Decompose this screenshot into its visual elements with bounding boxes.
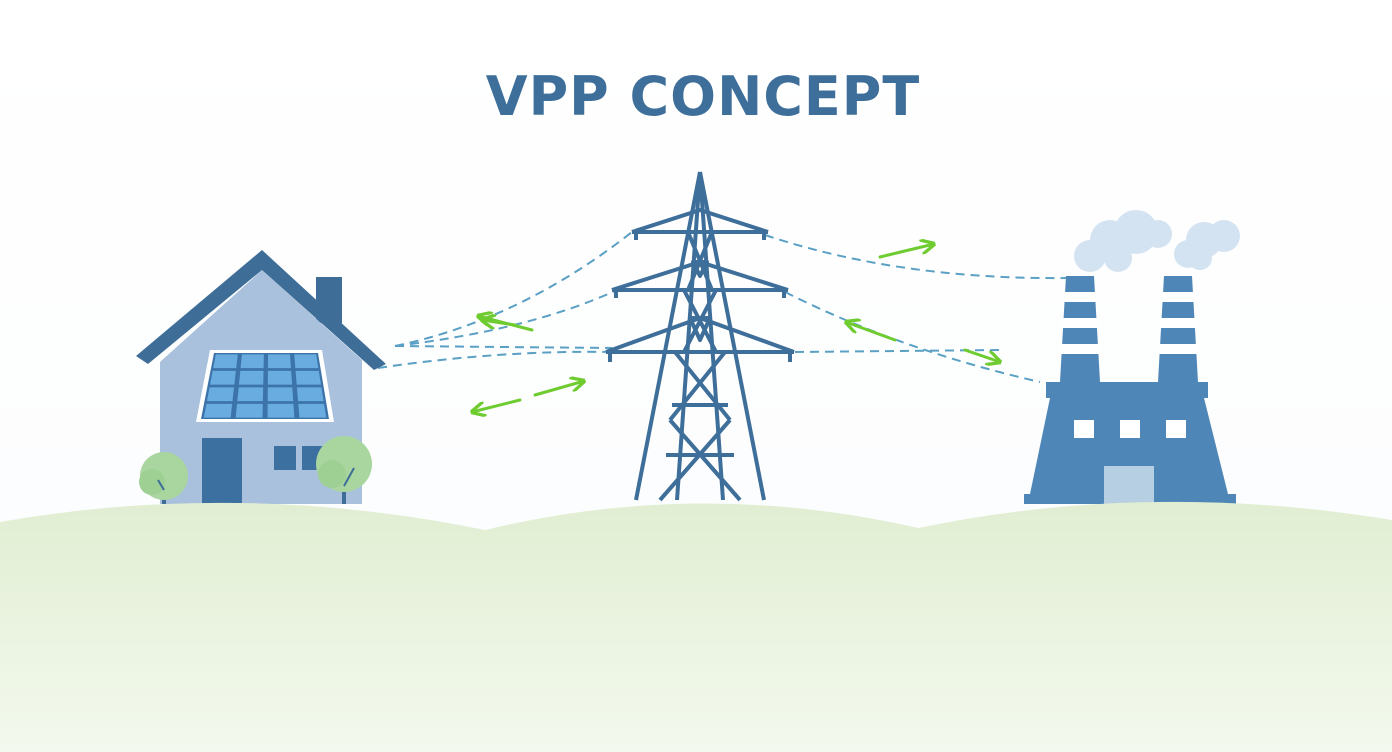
transmission-tower-icon xyxy=(605,171,795,502)
factory-window xyxy=(1166,420,1186,438)
page-title: VPP CONCEPT xyxy=(486,65,920,128)
ground-hills xyxy=(0,501,1392,752)
solar-panel xyxy=(196,350,334,422)
solar-cell xyxy=(267,403,295,418)
smoke-cloud-icon xyxy=(1074,210,1172,272)
house-door xyxy=(202,438,242,504)
solar-cell xyxy=(210,370,236,385)
factory-chimney xyxy=(1060,276,1100,382)
solar-cell xyxy=(296,387,324,402)
house-with-solar-panels-icon xyxy=(136,250,386,504)
power-line-house-to-tower-mid xyxy=(394,289,618,347)
solar-cell xyxy=(267,370,293,385)
solar-cell xyxy=(203,403,233,418)
house-window xyxy=(274,446,296,470)
factory-window xyxy=(1120,420,1140,438)
power-line-house-to-tower-low xyxy=(377,350,613,369)
solar-cell xyxy=(235,403,263,418)
power-line-tower-to-factory-mid xyxy=(784,291,1041,383)
power-line-house-to-tower-top xyxy=(394,231,633,347)
solar-cell xyxy=(237,387,264,402)
energy-flow-arrow-icon xyxy=(533,381,584,397)
factory-chimney xyxy=(1158,276,1198,382)
tree-icon xyxy=(139,452,188,504)
solar-cell xyxy=(240,354,264,369)
energy-flow-arrow-icon xyxy=(846,322,897,342)
energy-flow-arrow-icon xyxy=(482,320,517,325)
solar-panel-cells xyxy=(203,354,327,418)
solar-cell xyxy=(295,370,321,385)
solar-cell xyxy=(267,354,291,369)
factory-window xyxy=(1074,420,1094,438)
solar-cell xyxy=(267,387,294,402)
factory-roof xyxy=(1046,382,1208,398)
solar-cell xyxy=(298,403,327,418)
factory-door xyxy=(1104,466,1154,504)
smoke-cloud-icon xyxy=(1174,220,1240,270)
house-roof xyxy=(136,250,386,370)
power-lines xyxy=(377,231,1069,383)
power-line-house-to-tower-straight xyxy=(394,345,613,349)
energy-flow-arrow-icon xyxy=(963,348,1000,362)
solar-cell xyxy=(206,387,235,402)
power-plant-icon xyxy=(1024,276,1236,504)
solar-cell xyxy=(213,354,238,369)
energy-flow-arrows xyxy=(472,244,1000,412)
power-line-tower-to-factory-top xyxy=(764,234,1069,280)
energy-flow-arrow-icon xyxy=(472,398,522,412)
tree-icon xyxy=(316,436,372,504)
energy-flow-arrow-icon xyxy=(878,244,934,259)
solar-cell xyxy=(294,354,319,369)
solar-cell xyxy=(238,370,264,385)
